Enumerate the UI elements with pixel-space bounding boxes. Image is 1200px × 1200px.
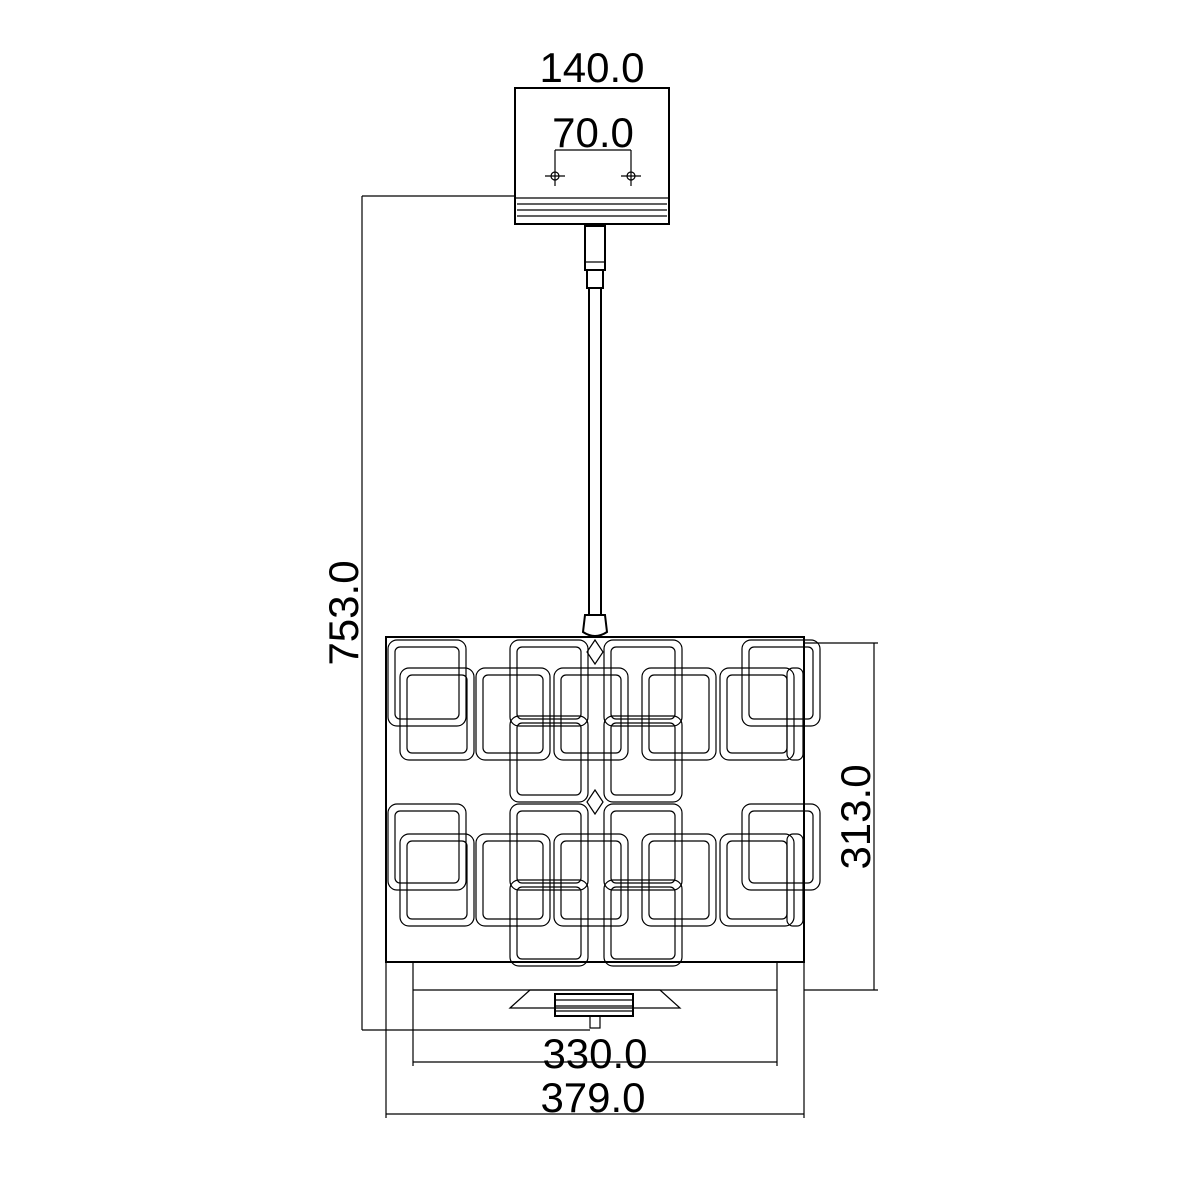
- dimension-overall-width: 379.0: [385, 962, 805, 1121]
- dimension-mount-spacing: 70.0: [552, 109, 634, 156]
- shade-outline: [385, 636, 805, 963]
- mount-spacing-label: 70.0: [552, 109, 634, 156]
- lamp-shade: [385, 636, 821, 1029]
- shade-height-label: 313.0: [832, 764, 879, 869]
- dimension-shade-height: 313.0: [804, 642, 879, 991]
- suspension-rod: [581, 225, 609, 637]
- inner-width-label: 330.0: [542, 1030, 647, 1077]
- dimension-canopy-width: 140.0: [515, 44, 669, 91]
- canopy-width-label: 140.0: [539, 44, 644, 91]
- dimension-overall-height: 753.0: [320, 195, 590, 1031]
- mount-point-right: [621, 150, 641, 186]
- overall-height-label: 753.0: [320, 560, 367, 665]
- mount-point-left: [545, 150, 565, 186]
- overall-width-label: 379.0: [540, 1074, 645, 1121]
- dimension-inner-width: 330.0: [412, 990, 778, 1077]
